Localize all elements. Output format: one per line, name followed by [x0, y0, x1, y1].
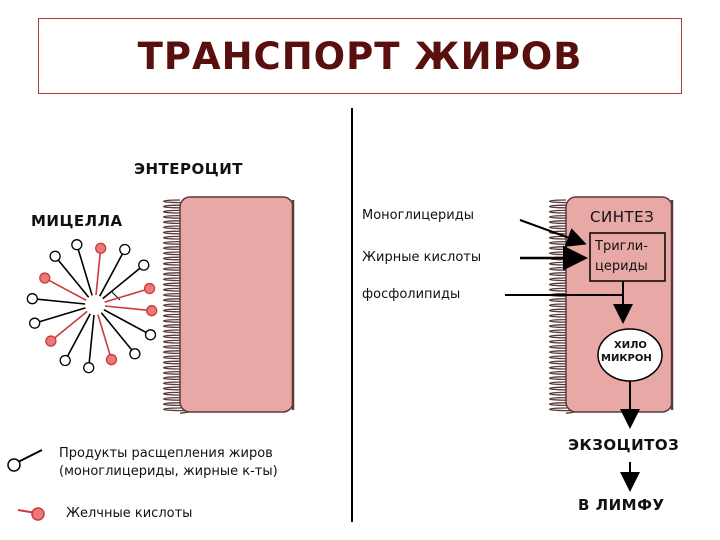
- lipid-tail: [39, 307, 86, 323]
- lipid-head: [29, 317, 41, 329]
- lipid-tail: [88, 314, 95, 363]
- lipid-head: [138, 259, 150, 271]
- bile-acid-tail: [54, 310, 88, 339]
- chylomicron-label-2: МИКРОН: [601, 353, 652, 364]
- arrow-monoglycerides: [519, 219, 587, 247]
- bile-acid-tail: [104, 305, 147, 311]
- exocytosis-label: ЭКЗОЦИТОЗ: [568, 436, 680, 454]
- bile-acid-head: [39, 272, 51, 284]
- title-box: ТРАНСПОРТ ЖИРОВ: [38, 18, 682, 94]
- page-title: ТРАНСПОРТ ЖИРОВ: [137, 35, 583, 78]
- enterocyte-left: [162, 196, 295, 414]
- micelle-label: МИЦЕЛЛА: [31, 212, 123, 230]
- triglycerides-label-2: цериды: [595, 259, 648, 274]
- lipid-tail: [57, 259, 90, 298]
- lipid-tail: [103, 309, 147, 334]
- bile-acid-tail: [104, 289, 146, 303]
- lipid-head: [49, 250, 61, 262]
- phospholipids-label: фосфолипиды: [362, 287, 461, 302]
- lipid-head: [144, 329, 157, 341]
- lipid-head: [119, 243, 131, 256]
- micelle: [26, 239, 158, 374]
- bile-acid-tail: [95, 253, 101, 296]
- chylomicron-label-1: ХИЛО: [614, 340, 647, 351]
- lipid-tail: [99, 253, 124, 297]
- bile-acid-head: [146, 305, 158, 317]
- lipid-head: [129, 348, 141, 360]
- legend-products-line2: (моноглицериды, жирные к-ты): [59, 464, 278, 479]
- cell-body-left: [179, 196, 294, 413]
- enterocyte-right: [548, 196, 674, 414]
- lipid-head: [71, 239, 83, 251]
- triglycerides-label-1: Тригли-: [595, 239, 648, 254]
- lipid-tail: [66, 313, 91, 357]
- triglycerides-box: [589, 232, 666, 282]
- bile-acid-tail: [97, 314, 111, 356]
- bile-acid-tail: [48, 279, 87, 301]
- lipid-tail: [77, 249, 93, 296]
- synthesis-label: СИНТЕЗ: [590, 208, 655, 226]
- bile-acid-head: [95, 242, 107, 254]
- legend-bile-acids: Желчные кислоты: [66, 506, 193, 521]
- legend-products-line1: Продукты расщепления жиров: [59, 446, 273, 461]
- lipid-tail: [100, 312, 133, 351]
- bile-acid-head: [143, 282, 156, 295]
- legend-bile-acid-icon: [17, 507, 45, 521]
- lipid-head: [83, 362, 95, 374]
- legend-product-icon: [7, 449, 43, 472]
- lipid-tail: [37, 298, 86, 305]
- bile-acid-head: [45, 335, 57, 347]
- fatty-acids-label: Жирные кислоты: [362, 250, 482, 265]
- monoglycerides-label: Моноглицериды: [362, 208, 475, 223]
- lipid-head: [26, 293, 38, 305]
- lipid-head: [59, 354, 71, 367]
- bile-acid-head: [105, 353, 118, 366]
- lipid-tail: [102, 267, 141, 300]
- enterocyte-label: ЭНТЕРОЦИТ: [134, 160, 243, 178]
- to-lymph-label: В ЛИМФУ: [578, 496, 665, 514]
